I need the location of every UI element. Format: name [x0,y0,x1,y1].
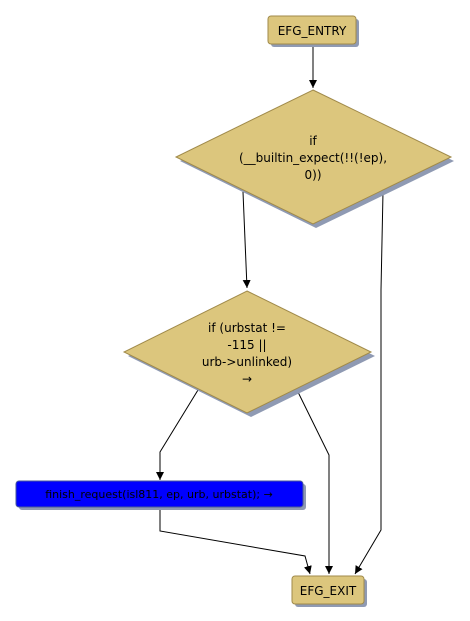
node-call[interactable]: finish_request(isl811, ep, urb, urbstat)… [15,480,306,510]
node-cond2-line-1: if (urbstat != [208,321,286,335]
node-cond2-line-3: urb->unlinked) [202,355,292,369]
node-entry-label: EFG_ENTRY [278,24,347,38]
edge-cond1-to-cond2 [242,191,251,289]
node-cond2-line-4: → [242,372,252,386]
node-call-box [15,480,304,508]
edge-call-to-exit [159,509,312,575]
node-entry[interactable]: EFG_ENTRY [267,15,359,47]
edges [156,45,384,575]
edge-cond1-to-exit [354,191,384,575]
node-cond2-diamond [122,290,373,414]
node-entry-box [267,15,357,45]
node-cond2[interactable]: if (urbstat != -115 || urb->unlinked) → [122,290,375,417]
node-cond1-line-1: if [309,134,317,148]
node-exit-label: EFG_EXIT [300,584,357,598]
edge-cond2-to-call [156,389,199,480]
node-cond2-line-2: -115 || [227,338,266,352]
node-call-label: finish_request(isl811, ep, urb, urbstat)… [45,488,273,501]
node-exit-box [291,575,365,605]
node-exit[interactable]: EFG_EXIT [291,575,367,607]
node-cond1-line-2: (__builtin_expect(!!(!ep), [239,151,387,165]
node-cond1-diamond [174,89,453,225]
node-cond1[interactable]: if (__builtin_expect(!!(!ep), 0)) [174,89,454,228]
node-cond1-line-3: 0)) [305,168,322,182]
edge-cond2-to-exit [296,389,333,574]
